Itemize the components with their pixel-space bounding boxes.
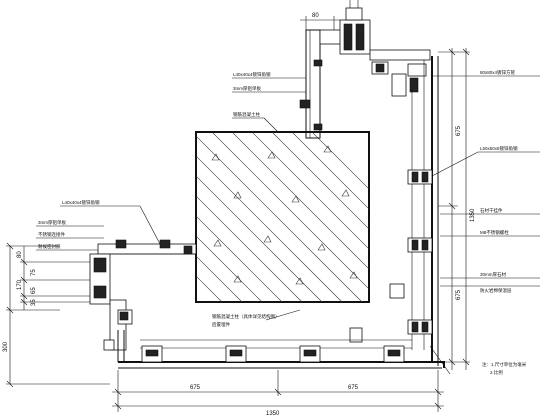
bottom-bracket-4 [383, 345, 405, 363]
right-wall-cladding [349, 56, 439, 366]
concrete-column [195, 131, 370, 303]
bottom-bracket-2 [225, 345, 247, 363]
label-right-insulation: 防火岩棉保温层 [480, 287, 512, 294]
label-right-mid-angle: L50x50x5镀锌角钢 [480, 145, 518, 152]
label-left-plate: 3mm厚铝单板 [38, 219, 66, 226]
leader-lines [36, 75, 540, 321]
dim-left-80: 80 [17, 251, 23, 258]
dim-right-675-upper: 675 [456, 125, 462, 136]
right-bracket-3 [407, 319, 433, 335]
top-right-bracket [369, 49, 431, 97]
label-right-stone-b: M8不锈钢螺栓 [480, 229, 509, 236]
label-footer-note-1: 注：1.尺寸单位为毫米 [482, 361, 527, 368]
dim-left-65: 65 [31, 287, 37, 294]
dim-left-35: 35 [31, 299, 37, 306]
label-column-bottom-note-2: 后置埋件 [212, 321, 230, 328]
label-right-top-tube: 80x80x4镀锌方管 [480, 69, 516, 76]
dimension-lines [6, 16, 470, 412]
dim-left-170: 170 [17, 279, 23, 290]
column-hatch [196, 132, 369, 302]
dim-top-80: 80 [312, 13, 319, 19]
dim-bottom-1350: 1350 [266, 411, 280, 417]
dim-right-1350: 1350 [470, 208, 476, 222]
label-left-angle: L40x40x4镀锌角钢 [62, 199, 100, 206]
label-footer-note-2: 2.比例 [490, 369, 503, 376]
label-top-left-plate: 3mm厚铝单板 [233, 85, 261, 92]
bottom-bracket-1 [141, 345, 163, 363]
left-return [60, 239, 197, 362]
label-left-sealant: 耐候密封胶 [38, 243, 61, 250]
right-bracket-1 [407, 169, 433, 185]
lower-small-plate [349, 327, 363, 343]
bottom-cladding [118, 339, 451, 375]
top-frame [299, 0, 371, 139]
dim-right-675-lower: 675 [456, 289, 462, 300]
dim-bottom-675-left: 675 [190, 385, 201, 391]
dim-left-300: 300 [3, 341, 9, 352]
label-left-connector: 不锈钢连接件 [38, 231, 65, 238]
label-column-bottom-note-1: 钢筋混凝土柱（具体详见结构图） [212, 313, 280, 320]
label-top-left-angle: L40x40x4镀锌角钢 [233, 71, 271, 78]
label-top-column-note: 钢筋混凝土柱 [233, 111, 260, 118]
dim-left-75: 75 [31, 269, 37, 276]
label-right-stone-a: 石材干挂件 [480, 207, 503, 214]
dimension-texts: 80 675 1350 675 80 75 170 65 35 300 675 … [3, 13, 476, 417]
right-bracket-2 [407, 237, 433, 253]
dim-bottom-675-right: 675 [348, 385, 359, 391]
label-right-stone-plate: 30mm厚石材 [480, 271, 507, 278]
annotation-labels: L40x40x4镀锌角钢 3mm厚铝单板 钢筋混凝土柱 80x80x4镀锌方管 … [38, 69, 527, 376]
right-small-plate [389, 283, 405, 299]
bottom-bracket-3 [299, 345, 321, 363]
